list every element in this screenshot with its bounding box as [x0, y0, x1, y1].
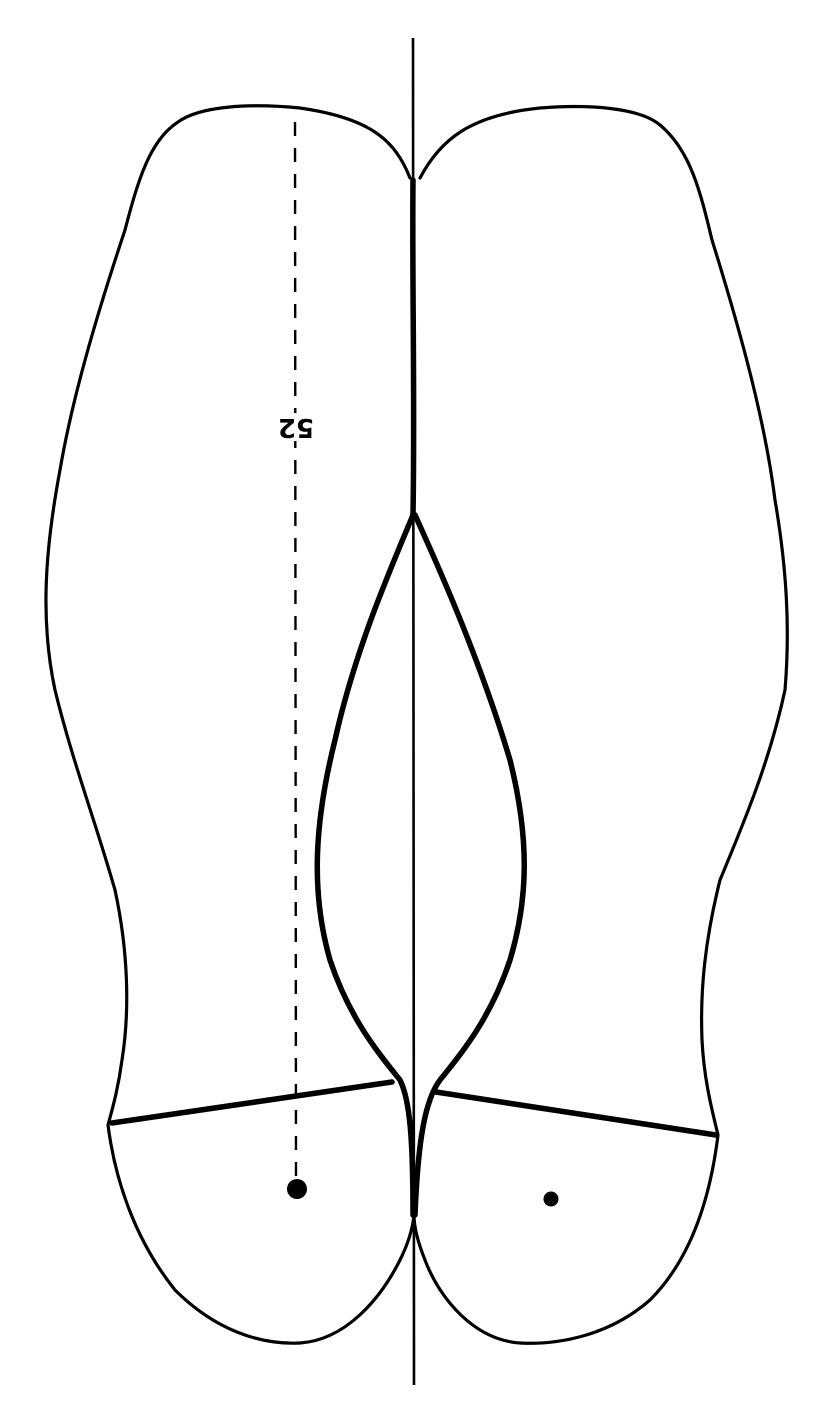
marker-label: 52: [278, 412, 314, 442]
right-heel-dot: [543, 1191, 559, 1207]
marker-label-group: 52: [278, 412, 314, 442]
left-heel-breast-line: [109, 1079, 395, 1126]
center-seam: [410, 177, 417, 518]
left-inner-shank-curve: [314, 512, 416, 1218]
left-heel-dot: [287, 1179, 307, 1199]
right-sole-outline: [412, 104, 789, 1345]
right-heel-breast-line: [433, 1089, 719, 1138]
marker-label-background: [278, 413, 314, 441]
left-dashed-center-line: [293, 121, 298, 1179]
left-sole-outline: [44, 104, 416, 1345]
right-inner-shank-curve: [412, 512, 527, 1218]
